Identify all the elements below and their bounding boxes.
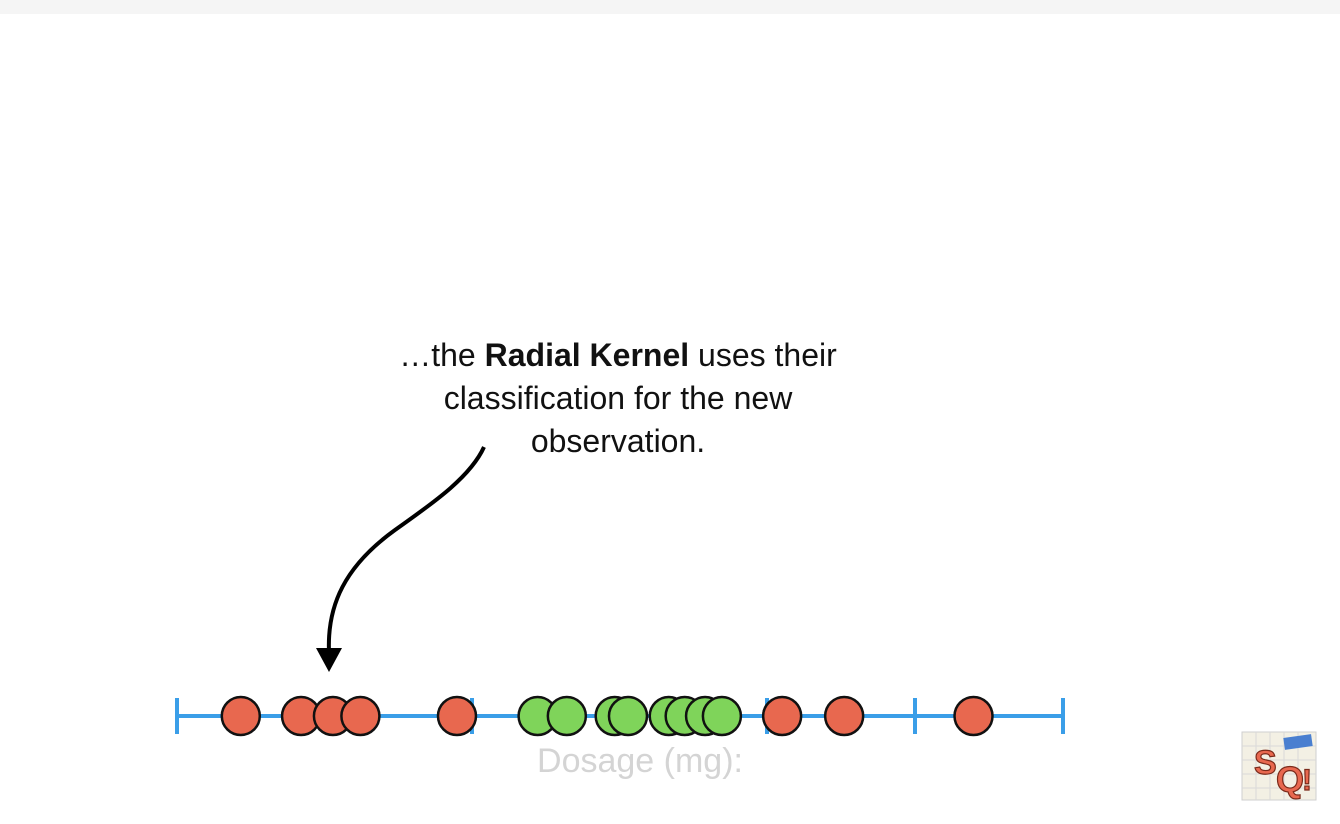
observation-point-green [607,695,649,737]
observation-point-red [761,695,803,737]
statquest-logo: S Q ! [1240,728,1320,804]
statquest-logo-icon: S Q ! [1241,731,1317,801]
observation-point-green [701,695,743,737]
axis-label: Dosage (mg): [537,742,743,780]
observation-points [220,695,994,737]
caption-suffix: uses their [689,337,837,373]
pointer-arrowhead [316,648,342,672]
caption-line-3: observation. [530,423,706,459]
observation-point-red [436,695,478,737]
svg-text:S: S [1254,744,1277,782]
caption-line-1: …the Radial Kernel uses their [290,334,946,377]
pointer-arrow [326,446,486,653]
observation-point-red [340,695,381,737]
observation-point-red [220,695,262,737]
caption-prefix: …the [399,337,485,373]
observation-point-red [823,695,865,737]
top-bar [0,0,1340,14]
observation-point-green [546,695,588,737]
svg-text:!: ! [1302,764,1312,797]
svg-text:Q: Q [1276,759,1304,800]
caption-line-2: classification for the new [443,380,793,416]
caption-bold-term: Radial Kernel [484,337,690,373]
caption: …the Radial Kernel uses their classifica… [290,334,946,463]
observation-point-red [953,695,994,737]
